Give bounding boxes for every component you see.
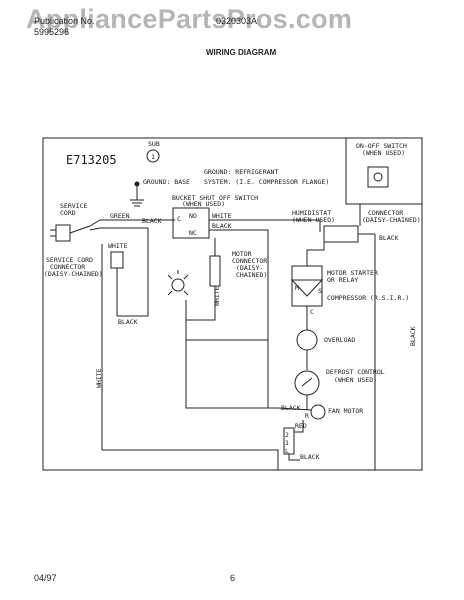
humidistat [323, 225, 359, 243]
fan-motor [310, 404, 326, 420]
watermark: AppliancePartsPros.com [26, 4, 353, 34]
humidistat-label-2: (WHEN USED) [292, 216, 335, 224]
onoff-switch-symbol [367, 166, 389, 188]
bucket-shutoff-switch [172, 207, 210, 239]
terminal-m-label: M [295, 284, 299, 292]
terminal-1-label: 1 [285, 439, 289, 447]
fan-motor-label: FAN MOTOR [328, 407, 363, 415]
black-wire-label-7: BLACK [409, 326, 417, 346]
terminal-l-label: L [285, 447, 289, 455]
sub-number-circle [146, 149, 160, 163]
model-code: E713205 [66, 153, 117, 167]
service-connector-label-3: (DAISY-CHAINED) [44, 270, 103, 278]
footer-date: 04/97 [34, 573, 57, 583]
footer-page-number: 6 [230, 573, 236, 583]
switch-no-label: NO [189, 212, 197, 220]
sub-label: SUB [148, 140, 160, 148]
connector-label-2: (DAISY-CHAINED) [362, 216, 421, 224]
publication-number: 5995296 [34, 27, 70, 37]
page-title: WIRING DIAGRAM [206, 48, 277, 57]
lamp [171, 278, 185, 292]
black-wire-label-6: BLACK [300, 453, 320, 461]
motor-starter-label: MOTOR STARTER [327, 269, 378, 277]
motor-starter-label-2: OR RELAY [327, 276, 358, 284]
terminal-c-label: C [310, 308, 314, 316]
ground-refrigerant-label-2: SYSTEM. (I.E. COMPRESSOR FLANGE) [204, 178, 329, 186]
terminal-s-label: S [318, 287, 322, 295]
green-wire-label: GREEN [110, 212, 130, 220]
white-wire-label-3: WHITE [95, 368, 103, 388]
terminal-r-label: R [305, 412, 309, 420]
service-cord-plug [55, 224, 71, 242]
black-wire-label-5: BLACK [281, 404, 301, 412]
motor-connector-label: MOTOR [232, 250, 252, 258]
document-number: 0320303A [216, 16, 258, 26]
humidistat-label: HUMIDISTAT [292, 209, 331, 217]
overload [296, 329, 318, 351]
defrost-control [294, 370, 320, 396]
defrost-label: DEFROST CONTROL [326, 368, 385, 376]
compressor-label: COMPRESSOR (R.S.I.R.) [327, 294, 409, 302]
defrost-label-2: (WHEN USED) [334, 376, 377, 384]
service-cord-connector [110, 251, 124, 269]
onoff-switch-label: ON-OFF SWITCH [356, 142, 407, 150]
service-connector-label: SERVICE CORD [46, 256, 93, 264]
red-wire-label: RED [295, 422, 307, 430]
switch-nc-label: NC [189, 229, 197, 237]
black-wire-label-2: BLACK [212, 222, 232, 230]
service-cord-label-2: CORD [60, 209, 76, 217]
switch-c-label: C [177, 215, 181, 223]
terminal-2-label: 2 [285, 431, 289, 439]
onoff-switch-label-2: (WHEN USED) [362, 149, 405, 157]
connector-label: CONNECTOR [368, 209, 403, 217]
service-cord-label: SERVICE [60, 202, 87, 210]
bucket-switch-label-2: (WHEN USED) [182, 200, 225, 208]
sub-number: 1 [151, 153, 155, 161]
black-wire-label-3: BLACK [379, 234, 399, 242]
overload-label: OVERLOAD [324, 336, 355, 344]
onoff-switch-box [345, 137, 423, 205]
ground-refrigerant-label: GROUND: REFRIGERANT [204, 168, 278, 176]
motor-connector-label-2: CONNECTOR [232, 257, 267, 265]
publication-label: Publication No. [34, 16, 95, 26]
ground-base-label: GROUND: BASE [143, 178, 190, 186]
motor-connector-label-3: (DAISY- [236, 264, 263, 272]
bucket-switch-label: BUCKET SHUT OFF SWITCH [172, 194, 258, 202]
motor-connector [209, 255, 221, 287]
white-wire-label-1: WHITE [212, 212, 232, 220]
black-wire-label: BLACK [142, 217, 162, 225]
black-wire-label-4: BLACK [118, 318, 138, 326]
white-wire-label-2: WHITE [108, 242, 128, 250]
white-wire-label-4: WHITE [213, 286, 221, 306]
service-connector-label-2: CONNECTOR [50, 263, 85, 271]
motor-connector-label-4: CHAINED) [236, 271, 267, 279]
diagram-border [42, 137, 423, 471]
